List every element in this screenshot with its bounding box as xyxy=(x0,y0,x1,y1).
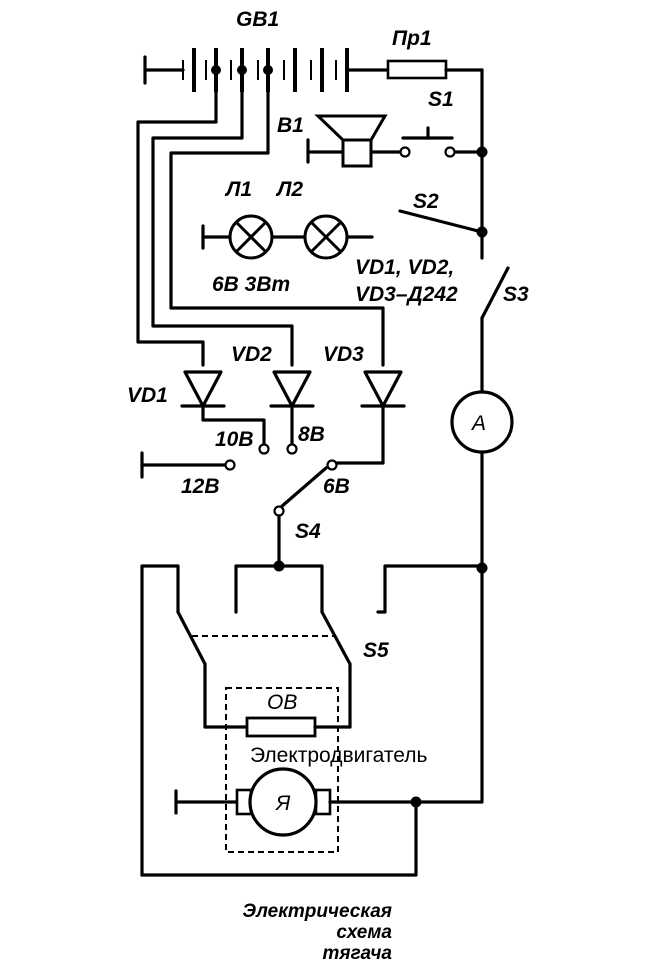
caption-line-3: тягача xyxy=(323,943,393,964)
label-motor: Электродвигатель xyxy=(250,744,427,767)
label-diode-spec-2: VD3–Д242 xyxy=(355,283,458,306)
label-gb1: GB1 xyxy=(236,8,279,31)
battery-tap-wires xyxy=(136,68,385,367)
motor-block xyxy=(140,687,484,877)
label-ammeter: A xyxy=(470,412,486,435)
label-ov: ОВ xyxy=(267,691,297,714)
labels: GB1 Пр1 B1 S1 S2 S3 Л1 Л2 6В 3Вт VD1, VD… xyxy=(127,8,529,815)
caption-line-2: схема xyxy=(336,922,392,943)
fuse-pr1 xyxy=(386,59,484,80)
main-positive-rail xyxy=(476,68,488,238)
ammeter-a xyxy=(450,390,514,802)
line-12v xyxy=(140,451,236,479)
label-s3: S3 xyxy=(503,283,529,306)
label-l2: Л2 xyxy=(275,178,303,201)
label-12v: 12В xyxy=(181,475,220,498)
switch-s2 xyxy=(398,209,484,234)
label-b1: B1 xyxy=(277,114,304,137)
label-s2: S2 xyxy=(413,190,439,213)
label-diode-spec-1: VD1, VD2, xyxy=(355,256,454,279)
diode-vd1 xyxy=(180,370,270,455)
caption-line-1: Электрическая xyxy=(242,901,392,922)
switch-s5 xyxy=(140,564,484,877)
lamps-l1-l2 xyxy=(201,214,374,260)
label-6v: 6В xyxy=(323,475,350,498)
label-10v: 10В xyxy=(215,428,254,451)
switch-s1 xyxy=(399,126,484,158)
label-vd1: VD1 xyxy=(127,384,168,407)
label-armature: Я xyxy=(275,792,291,815)
label-vd3: VD3 xyxy=(323,343,364,366)
label-s5: S5 xyxy=(363,639,389,662)
label-s4: S4 xyxy=(295,520,321,543)
label-l1: Л1 xyxy=(224,178,252,201)
diode-vd3 xyxy=(326,370,406,471)
label-s1: S1 xyxy=(428,88,454,111)
diode-vd2 xyxy=(269,370,315,455)
switch-s4 xyxy=(273,466,328,572)
label-vd2: VD2 xyxy=(231,343,272,366)
caption: Электрическая схема тягача xyxy=(242,901,392,964)
horn-b1 xyxy=(306,114,402,168)
switch-s3 xyxy=(480,230,510,394)
label-8v: 8В xyxy=(298,423,325,446)
label-fuse: Пр1 xyxy=(392,27,432,50)
label-lamp-rating: 6В 3Вт xyxy=(212,273,290,296)
